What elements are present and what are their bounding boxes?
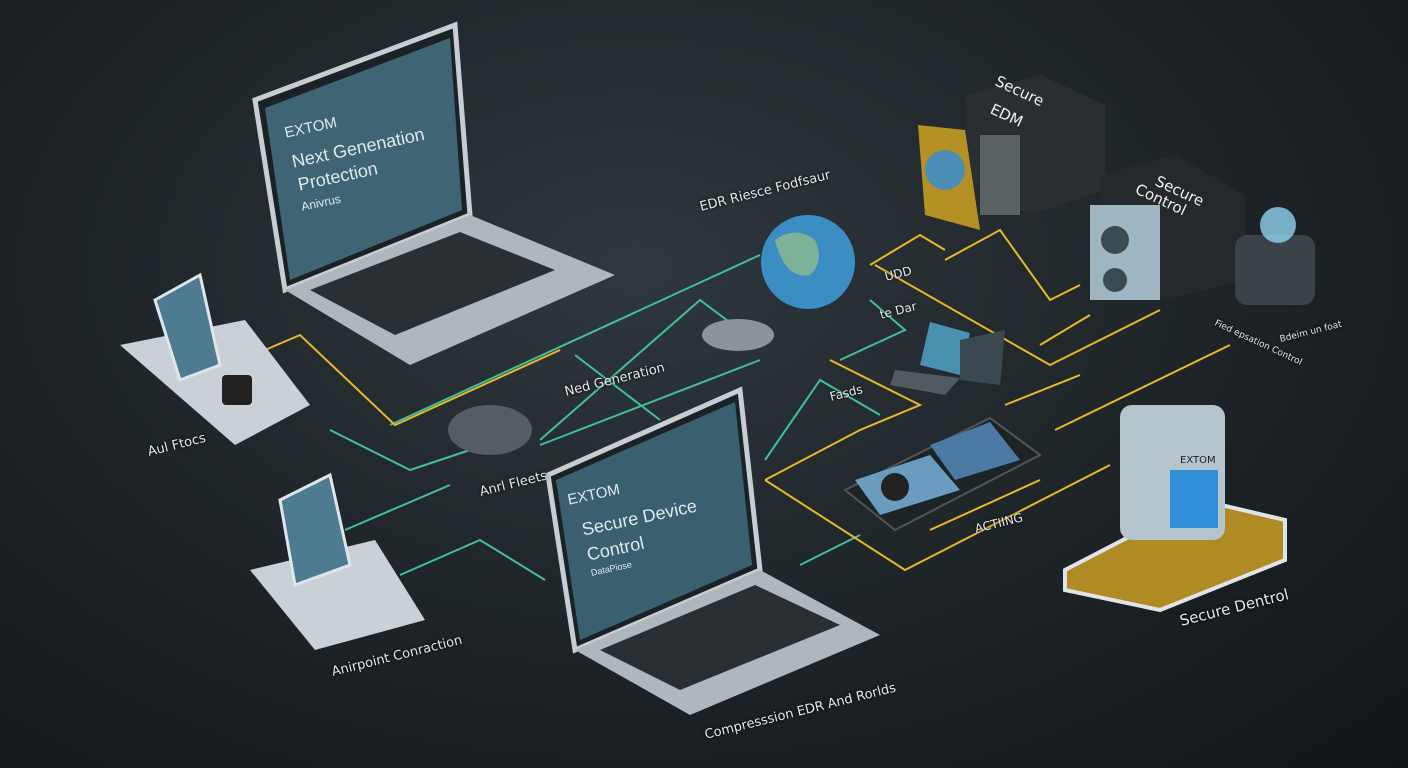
device-tag: EXTOM xyxy=(1180,455,1216,466)
tablet-stand-bottom xyxy=(250,472,425,650)
hub-device xyxy=(448,405,532,455)
globe xyxy=(761,215,855,309)
mini-laptop xyxy=(890,322,1005,395)
phone-device xyxy=(843,416,1042,532)
secure-control-box xyxy=(1090,155,1245,300)
teal-connections xyxy=(329,254,907,581)
secure-dentrol-device xyxy=(1063,405,1287,613)
laptop-bottom xyxy=(545,386,880,715)
tablet-stand-left xyxy=(120,272,310,445)
secure-edm-box xyxy=(918,75,1105,230)
sensor-device xyxy=(1235,207,1315,305)
yellow-connections xyxy=(264,228,1231,572)
laptop-top xyxy=(252,21,615,365)
keypad-device xyxy=(702,319,774,351)
